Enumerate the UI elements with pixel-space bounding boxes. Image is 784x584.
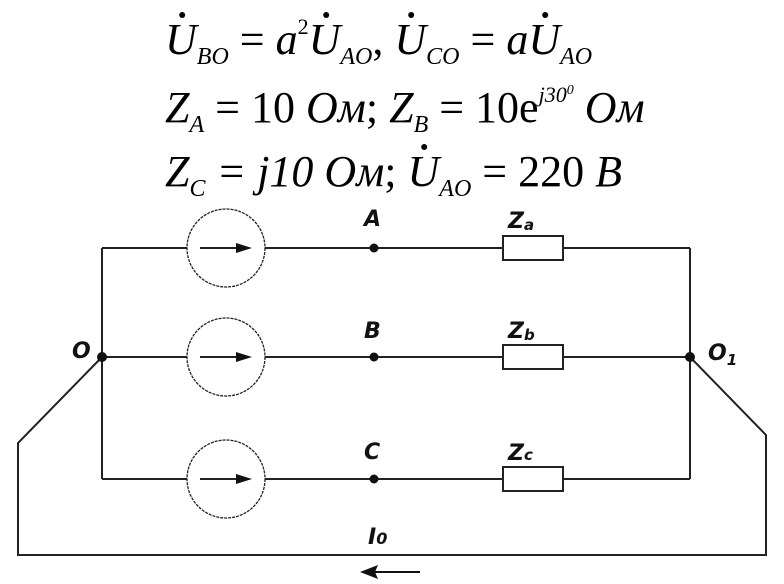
u-ao-subscript: AO — [340, 44, 373, 70]
zb-sub: b — [524, 326, 535, 344]
z-b-exponent-text: j30 — [538, 82, 567, 107]
z-c-value: = j10 — [205, 147, 325, 196]
u-ao-subscript: AO — [560, 44, 593, 70]
i0-sub: 0 — [376, 529, 387, 548]
node-label-c: C — [364, 440, 380, 465]
node-label-o1-main: O — [708, 341, 727, 366]
z-a-subscript: A — [189, 112, 205, 138]
node-label-b: B — [364, 319, 381, 344]
node-o1-dot — [685, 352, 695, 362]
operator-a: a — [506, 15, 529, 64]
separator: ; — [384, 147, 408, 196]
equation-impedances-ab: ZA = 10 Ом; ZB = 10ej300 Ом — [165, 82, 645, 138]
z-c-symbol: Z — [165, 147, 190, 196]
node-b-dot — [369, 352, 379, 362]
u-ao-symbol: U — [308, 15, 341, 64]
z-b-subscript: B — [413, 112, 429, 138]
z-a-value: = 10 — [204, 83, 306, 132]
z-b-symbol: Z — [389, 83, 414, 132]
z-b-value: = 10e — [428, 83, 539, 132]
equation-impedance-c-voltage: ZC = j10 Ом; UAO = 220 В — [165, 147, 623, 202]
i0-main: I — [368, 525, 376, 550]
arrowhead-c-icon — [236, 474, 252, 484]
u-co-symbol: U — [394, 15, 427, 64]
impedance-zb — [502, 344, 564, 370]
node-label-a: A — [362, 207, 381, 232]
u-co-subscript: CO — [426, 44, 460, 70]
impedance-zc — [502, 466, 564, 492]
voltage-source-a-icon — [186, 208, 266, 288]
u-ao-symbol: U — [407, 147, 440, 196]
u-bo-symbol: U — [165, 15, 197, 64]
voltage-source-c-icon — [186, 439, 266, 519]
z-b-unit: Ом — [573, 83, 645, 132]
separator: , — [372, 15, 395, 64]
node-o-dot — [97, 352, 107, 362]
impedance-label-zc: Zc — [507, 441, 533, 466]
neutral-current-label: I0 — [368, 525, 387, 550]
u-bo-subscript: BO — [196, 44, 229, 70]
z-c-subscript: C — [189, 176, 206, 202]
za-main: Z — [507, 209, 525, 234]
u-ao-subscript: AO — [439, 176, 472, 202]
equals-sign: = — [228, 15, 276, 64]
node-label-o1: O1 — [708, 341, 737, 369]
node-a-dot — [369, 243, 379, 253]
equation-phase-voltages: UBO = a2UAO, UCO = aUAO — [165, 14, 593, 70]
z-a-unit: Ом — [305, 83, 366, 132]
z-b-exponent: j300 — [539, 82, 574, 107]
impedance-za — [502, 235, 564, 261]
u-ao-unit: В — [595, 147, 623, 196]
z-a-symbol: Z — [165, 83, 190, 132]
voltage-source-b-icon — [186, 317, 266, 397]
node-c-dot — [369, 474, 379, 484]
arrowhead-a-icon — [236, 243, 252, 253]
zc-sub: c — [524, 446, 533, 464]
impedance-label-za: Za — [507, 209, 534, 234]
operator-a: a — [275, 15, 298, 64]
z-c-unit: Ом — [324, 147, 385, 196]
node-label-o1-sub: 1 — [727, 351, 737, 369]
separator: ; — [365, 83, 390, 132]
arrowhead-b-icon — [236, 352, 252, 362]
neutral-current-arrow-icon — [360, 565, 420, 579]
node-label-o: O — [72, 339, 91, 364]
degree-mark: 0 — [566, 83, 574, 98]
equals-sign: = — [459, 15, 507, 64]
impedance-label-zb: Zb — [507, 319, 535, 344]
zb-main: Z — [507, 319, 525, 344]
u-ao-symbol: U — [528, 15, 561, 64]
neutral-wire — [17, 356, 767, 556]
zc-main: Z — [507, 441, 525, 466]
za-sub: a — [524, 216, 534, 234]
u-ao-value: = 220 — [471, 147, 596, 196]
exponent-2: 2 — [297, 14, 309, 39]
